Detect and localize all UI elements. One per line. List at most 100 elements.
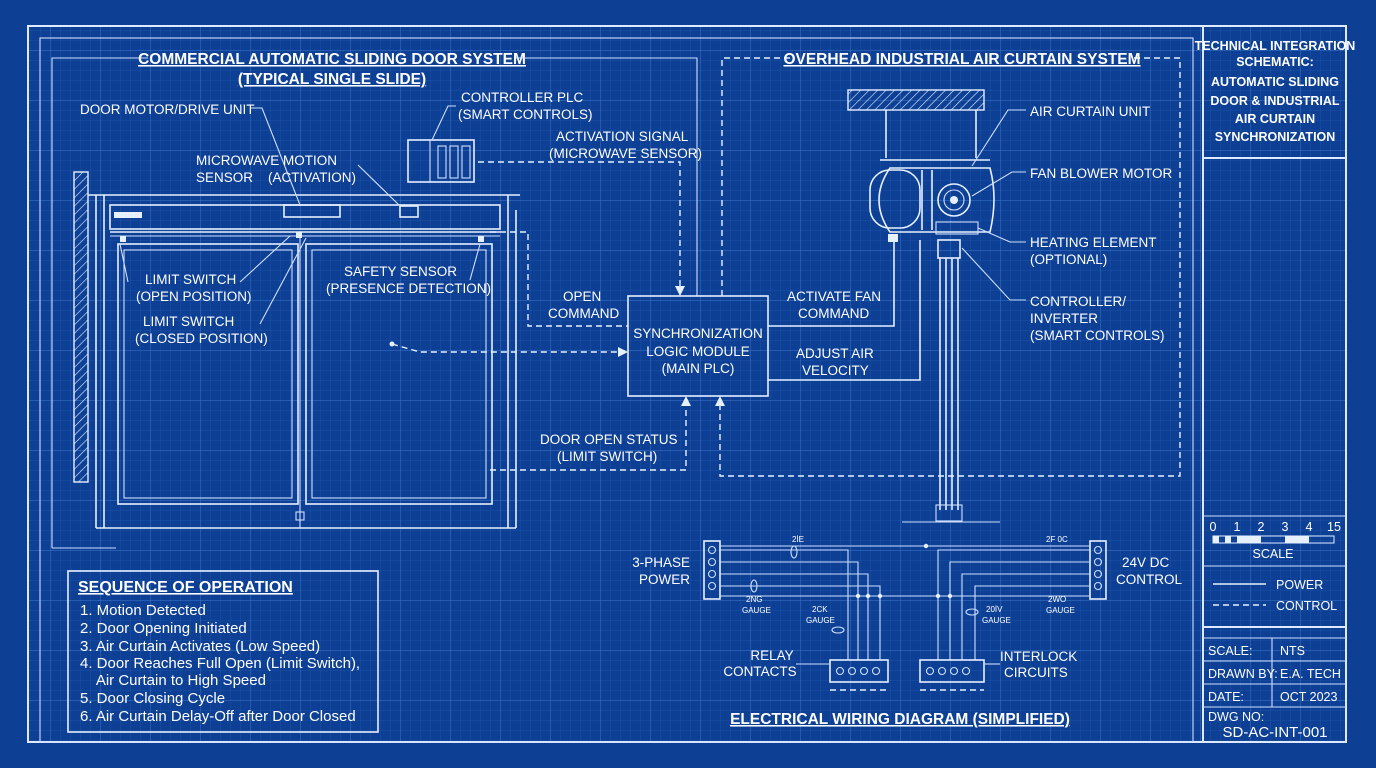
label-microwave-sensor-2: SENSOR (ACTIVATION): [196, 170, 356, 185]
door-section: COMMERCIAL AUTOMATIC SLIDING DOOR SYSTEM…: [51, 51, 698, 549]
scale-tick: 4: [1306, 520, 1313, 534]
label-fan-blower-motor: FAN BLOWER MOTOR: [1030, 166, 1173, 181]
wire-tag: 2F 0C: [1046, 535, 1068, 544]
track-end: [114, 212, 142, 218]
sequence-of-operation-box: SEQUENCE OF OPERATION 1. Motion Detected…: [67, 570, 379, 733]
wire-tag: 2WO: [1048, 595, 1066, 604]
tb-title-2: DOOR & INDUSTRIAL: [1210, 94, 1340, 108]
wire-tag: 2İE: [792, 535, 804, 544]
controller-inverter: [937, 239, 961, 259]
signal-lines: ACTIVATION SIGNAL (MICROWAVE SENSOR) OPE…: [478, 57, 1181, 477]
left-wall: [73, 171, 89, 483]
scale-tick: 3: [1282, 520, 1289, 534]
label-controller-inverter-2: INVERTER: [1030, 311, 1098, 326]
legend-control-label: CONTROL: [1276, 599, 1337, 613]
label-heating-element-2: (OPTIONAL): [1030, 252, 1107, 267]
sequence-step: 2. Door Opening Initiated: [80, 620, 247, 637]
label-limit-open-2: (OPEN POSITION): [136, 289, 252, 304]
label-activation-signal-2: (MICROWAVE SENSOR): [549, 146, 702, 161]
label-activate-fan-1: ACTIVATE FAN: [787, 289, 881, 304]
label-controller-plc-1: CONTROLLER PLC: [461, 90, 584, 105]
label-limit-closed-1: LIMIT SWITCH: [143, 314, 234, 329]
sequence-step: 3. Air Curtain Activates (Low Speed): [80, 638, 320, 655]
scale-label: SCALE: [1253, 547, 1294, 561]
door-fixed-panel: [117, 243, 299, 505]
label-door-motor: DOOR MOTOR/DRIVE UNIT: [80, 102, 255, 117]
label-microwave-sensor-1: MICROWAVE MOTION: [196, 153, 337, 168]
label-controller-inverter-3: (SMART CONTROLS): [1030, 328, 1165, 343]
label-3phase-1: 3-PHASE: [632, 555, 690, 570]
sync-logic-module: SYNCHRONIZATION LOGIC MODULE (MAIN PLC): [627, 295, 769, 397]
tb-date-label: DATE:: [1208, 690, 1244, 704]
label-door-status-1: DOOR OPEN STATUS: [540, 432, 678, 447]
power-terminal-block: [703, 540, 721, 600]
tb-scale-label: SCALE:: [1208, 644, 1252, 658]
sequence-step: 5. Door Closing Cycle: [80, 690, 225, 707]
tb-date-value: OCT 2023: [1280, 690, 1337, 704]
fan-blower-motor: [937, 183, 971, 217]
tb-title-1: AUTOMATIC SLIDING: [1211, 75, 1339, 89]
label-relay-1: RELAY: [750, 648, 793, 663]
sequence-step: Air Curtain to High Speed: [80, 672, 266, 689]
title-block: TECHNICAL INTEGRATION SCHEMATIC: AUTOMAT…: [1195, 39, 1356, 741]
label-air-curtain-unit: AIR CURTAIN UNIT: [1030, 104, 1150, 119]
door-controller-plc: CONTROLLER PLC (SMART CONTROLS): [407, 90, 593, 183]
label-activation-signal-1: ACTIVATION SIGNAL: [556, 129, 689, 144]
tb-title-3: AIR CURTAIN: [1235, 112, 1315, 126]
label-safety-sensor-2: (PRESENCE DETECTION): [326, 281, 491, 296]
sequence-step: 1. Motion Detected: [80, 602, 206, 619]
ceiling: [847, 89, 985, 111]
scale-tick: 1: [1234, 520, 1241, 534]
sequence-step: 4. Door Reaches Full Open (Limit Switch)…: [80, 655, 360, 672]
tb-title-4: SYNCHRONIZATION: [1215, 130, 1336, 144]
scale-tick: 2: [1258, 520, 1265, 534]
door-section-subtitle: (TYPICAL SINGLE SLIDE): [238, 71, 426, 88]
label-limit-open-1: LIMIT SWITCH: [145, 272, 236, 287]
tb-dwg-label: DWG NO:: [1208, 710, 1264, 724]
door-section-title: COMMERCIAL AUTOMATIC SLIDING DOOR SYSTEM: [138, 51, 526, 68]
sequence-step: 6. Air Curtain Delay-Off after Door Clos…: [80, 708, 356, 725]
label-safety-sensor-1: SAFETY SENSOR: [344, 264, 457, 279]
label-door-status-2: (LIMIT SWITCH): [557, 449, 657, 464]
tb-drawn-value: E.A. TECH: [1280, 667, 1341, 681]
dc-terminal-block: [1089, 540, 1107, 600]
relay-contacts-block: [829, 659, 889, 683]
wire-tag: GAUGE: [806, 616, 835, 625]
logic-module-line-2: LOGIC MODULE: [646, 344, 750, 359]
legend-power-label: POWER: [1276, 578, 1323, 592]
wire-tag: GAUGE: [1046, 606, 1075, 615]
scale-tick: 15: [1327, 520, 1341, 534]
tb-drawn-label: DRAWN BY:: [1208, 667, 1278, 681]
drawing-frame: [27, 25, 1347, 743]
label-open-command-1: OPEN: [563, 289, 601, 304]
label-3phase-2: POWER: [639, 572, 690, 587]
logic-module-line-1: SYNCHRONIZATION: [633, 326, 763, 341]
wire-tag: GAUGE: [742, 606, 771, 615]
door-sliding-panel: [305, 243, 493, 505]
label-interlock-1: INTERLOCK: [1000, 649, 1077, 664]
scale-bar: [1212, 535, 1335, 544]
air-curtain-housing: [878, 167, 995, 233]
label-adjust-air-2: VELOCITY: [802, 363, 869, 378]
label-controller-plc-2: (SMART CONTROLS): [458, 107, 593, 122]
air-curtain-section: OVERHEAD INDUSTRIAL AIR CURTAIN SYSTEM A…: [783, 51, 1173, 523]
tb-header-2: SCHEMATIC:: [1236, 55, 1314, 69]
microwave-sensor: [399, 205, 419, 218]
label-limit-closed-2: (CLOSED POSITION): [135, 331, 268, 346]
logic-module-line-3: (MAIN PLC): [662, 361, 735, 376]
label-adjust-air-1: ADJUST AIR: [796, 346, 874, 361]
tb-header-1: TECHNICAL INTEGRATION: [1195, 39, 1356, 53]
wire-tag: 20İV: [986, 605, 1003, 614]
tb-scale-value: NTS: [1280, 644, 1305, 658]
grid: [28, 26, 1346, 742]
label-heating-element-1: HEATING ELEMENT: [1030, 235, 1157, 250]
label-24vdc-2: CONTROL: [1116, 572, 1182, 587]
wiring-title: ELECTRICAL WIRING DIAGRAM (SIMPLIFIED): [730, 711, 1070, 728]
interlock-circuits-block: [919, 659, 985, 683]
wire-tag: 2CK: [812, 605, 828, 614]
label-24vdc-1: 24V DC: [1122, 555, 1170, 570]
sequence-title: SEQUENCE OF OPERATION: [78, 579, 293, 596]
air-section-title: OVERHEAD INDUSTRIAL AIR CURTAIN SYSTEM: [783, 51, 1140, 68]
label-interlock-2: CIRCUITS: [1004, 665, 1068, 680]
